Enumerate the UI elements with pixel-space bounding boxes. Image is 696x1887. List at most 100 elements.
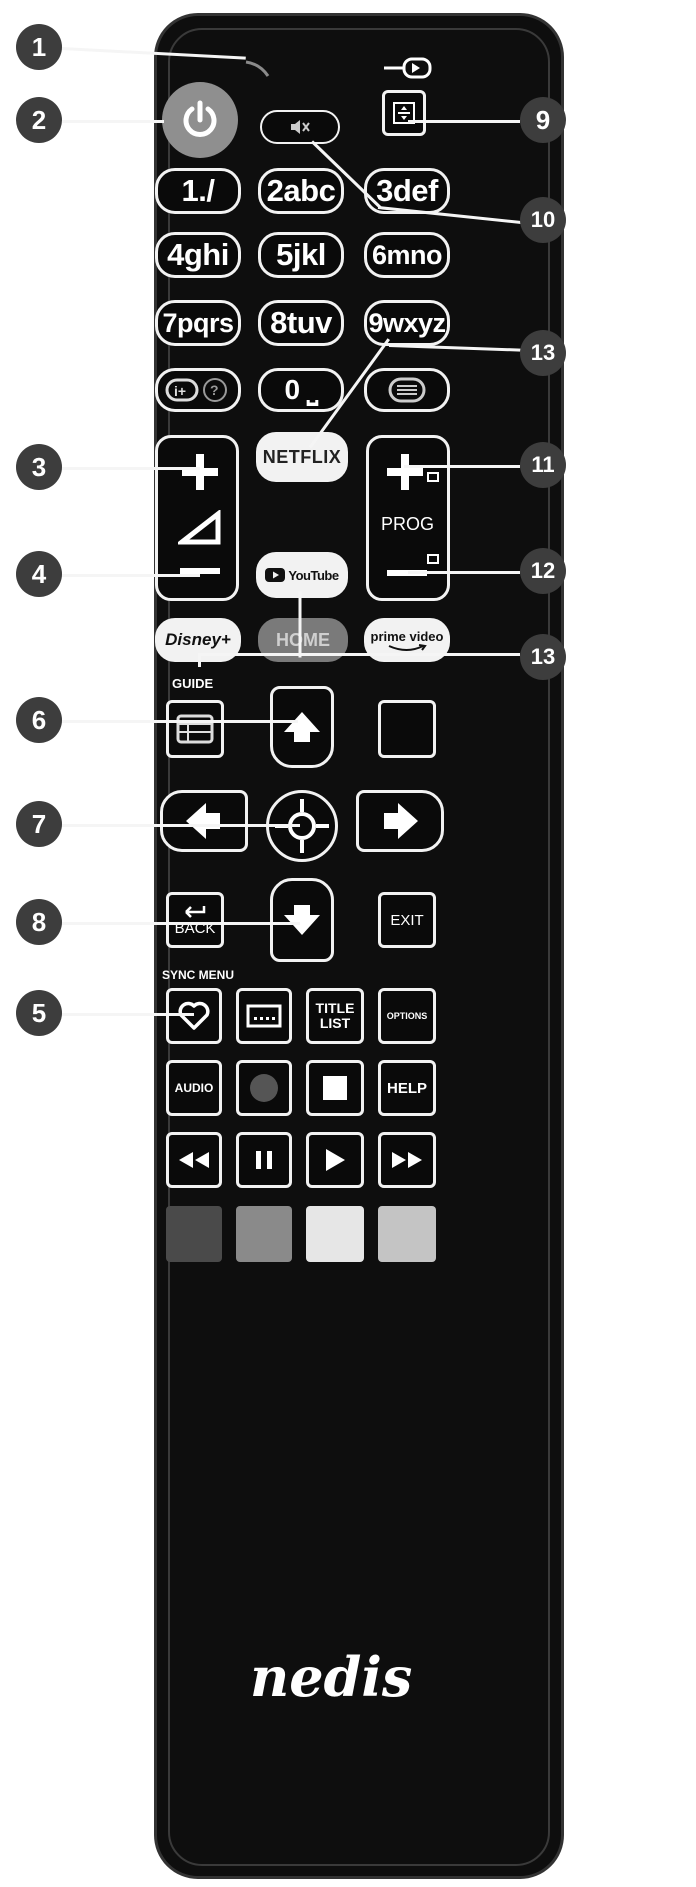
fast-forward-button[interactable] [378, 1132, 436, 1188]
yellow-color-key[interactable] [306, 1206, 364, 1262]
key-0[interactable]: 0 ⎵ [258, 368, 344, 412]
key-6-label: 6mno [371, 239, 443, 270]
callout-10-text: 10 [530, 207, 556, 232]
red-color-key[interactable] [166, 1206, 222, 1262]
pause-button[interactable] [236, 1132, 292, 1188]
brand-logo-text: nedis [250, 1645, 412, 1709]
volume-level-icon [178, 510, 221, 545]
subtitle-button[interactable] [236, 988, 292, 1044]
disney-plus-label: Disney+ [165, 630, 231, 649]
rewind-icon [179, 1152, 209, 1168]
callout-5: 5 [16, 990, 62, 1036]
volume-rocker[interactable] [155, 435, 239, 601]
blue-color-key[interactable] [378, 1206, 436, 1262]
leader-line-13c [200, 653, 520, 656]
blank-button[interactable] [378, 700, 436, 758]
callout-11: 11 [520, 442, 566, 488]
prog-label: PROG [381, 514, 435, 534]
nedis-logo: nedis [250, 1645, 412, 1709]
green-color-key[interactable] [236, 1206, 292, 1262]
callout-1-text: 1 [31, 31, 47, 62]
callout-12-text: 12 [530, 558, 556, 583]
leader-line-11 [404, 465, 520, 468]
info-button[interactable]: i+ ? [155, 368, 241, 412]
input-select-icon [393, 102, 415, 124]
key-2-label: 2abc [266, 173, 336, 208]
callout-5-text: 5 [31, 997, 47, 1028]
key-4-label: 4ghi [167, 237, 229, 272]
brand-logo: nedis [240, 1640, 470, 1720]
down-button[interactable] [270, 878, 334, 962]
key-1[interactable]: 1./ [155, 168, 241, 214]
svg-text:i+: i+ [174, 383, 186, 399]
teletext-button[interactable] [364, 368, 450, 412]
key-7[interactable]: 7pqrs [155, 300, 241, 346]
leader-line-4 [62, 574, 200, 577]
callout-7-text: 7 [31, 808, 47, 839]
exit-label: EXIT [390, 911, 424, 929]
key-2[interactable]: 2abc [258, 168, 344, 214]
record-button[interactable] [236, 1060, 292, 1116]
record-icon [250, 1074, 278, 1102]
key-6[interactable]: 6mno [364, 232, 450, 278]
right-button[interactable] [356, 790, 444, 852]
callout-12: 12 [520, 548, 566, 594]
callout-9-text: 9 [535, 104, 551, 135]
guide-icon [176, 714, 214, 744]
program-up-icon [383, 450, 427, 494]
info-help-icon: i+ ? [165, 378, 227, 402]
key-4[interactable]: 4ghi [155, 232, 241, 278]
favourite-button[interactable] [166, 988, 222, 1044]
program-rocker[interactable]: PROG [366, 435, 450, 601]
callout-3: 3 [16, 444, 62, 490]
help-button[interactable]: HELP [378, 1060, 436, 1116]
youtube-label: YouTube [288, 567, 339, 583]
key-1-label: 1./ [181, 173, 215, 208]
arrow-up-icon [284, 712, 320, 742]
key-7-label: 7pqrs [162, 307, 234, 338]
title-list-label: TITLE LIST [315, 999, 355, 1031]
callout-4: 4 [16, 551, 62, 597]
back-button[interactable]: BACK [166, 892, 224, 948]
callout-13-bottom-text: 13 [530, 644, 556, 669]
title-list-button[interactable]: TITLE LIST [306, 988, 364, 1044]
arrow-left-icon [186, 803, 220, 839]
mute-icon [291, 120, 310, 134]
mute-button[interactable] [260, 110, 340, 144]
prime-smile-icon [388, 643, 427, 651]
key-8[interactable]: 8tuv [258, 300, 344, 346]
power-button[interactable] [162, 82, 238, 158]
up-button[interactable] [270, 686, 334, 768]
audio-button[interactable]: AUDIO [166, 1060, 222, 1116]
return-icon [185, 905, 206, 918]
key-5[interactable]: 5jkl [258, 232, 344, 278]
exit-button[interactable]: EXIT [378, 892, 436, 948]
guide-label: GUIDE [172, 676, 214, 691]
play-button[interactable] [306, 1132, 364, 1188]
key-9[interactable]: 9wxyz [364, 300, 450, 346]
sync-menu-label: SYNC MENU [162, 968, 235, 982]
heart-icon [178, 1001, 210, 1030]
netflix-label: NETFLIX [262, 446, 342, 467]
rewind-button[interactable] [166, 1132, 222, 1188]
callout-3-text: 3 [31, 451, 47, 482]
arrow-right-icon [384, 803, 418, 839]
callout-1: 1 [16, 24, 62, 70]
callout-8-text: 8 [31, 906, 47, 937]
netflix-button[interactable]: NETFLIX [256, 432, 348, 482]
callout-8: 8 [16, 899, 62, 945]
prime-video-label: prime video [370, 628, 444, 644]
leader-line-8 [62, 922, 300, 925]
stop-button[interactable] [306, 1060, 364, 1116]
pause-icon [256, 1151, 272, 1169]
left-button[interactable] [160, 790, 248, 852]
key-3-label: 3def [376, 173, 438, 208]
subtitle-icon [246, 1004, 282, 1028]
source-button[interactable] [382, 90, 426, 136]
callout-4-text: 4 [31, 558, 47, 589]
youtube-button[interactable]: YouTube [256, 552, 348, 598]
key-8-label: 8tuv [270, 305, 332, 340]
guide-button[interactable] [166, 700, 224, 758]
volume-down-icon [180, 568, 220, 574]
options-button[interactable]: OPTIONS [378, 988, 436, 1044]
